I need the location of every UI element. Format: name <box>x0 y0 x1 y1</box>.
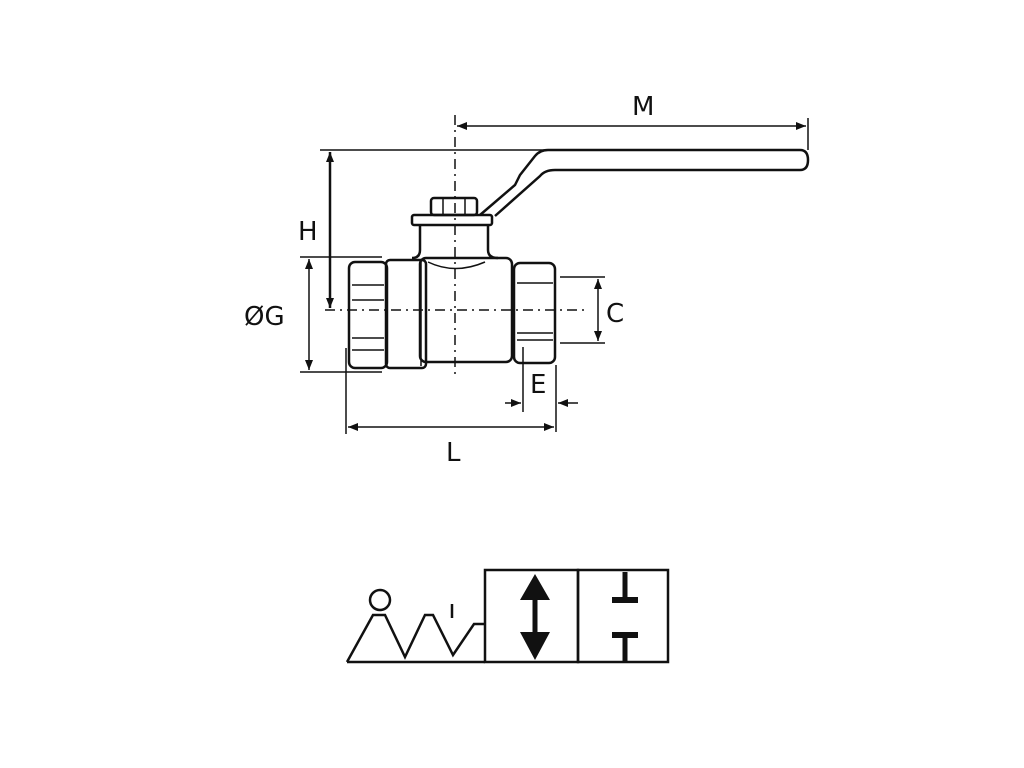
dimension-m: M <box>457 92 809 150</box>
manual-lever-actuator-icon <box>345 588 485 664</box>
dimension-e: E <box>505 347 578 432</box>
valve-handle <box>479 148 810 217</box>
dimension-h: H <box>298 149 548 308</box>
label-m: M <box>632 92 654 122</box>
valve-stem <box>410 196 499 270</box>
dimension-l: L <box>345 348 554 468</box>
label-c: C <box>606 299 624 329</box>
two-position-valve-flow-icon <box>483 568 580 664</box>
dimension-c: C <box>560 276 624 344</box>
dimension-g: ØG <box>244 256 382 373</box>
closed-position-icon <box>576 568 670 664</box>
label-l: L <box>446 438 461 468</box>
label-g: ØG <box>244 302 285 332</box>
label-h: H <box>298 217 318 247</box>
label-e: E <box>530 370 546 400</box>
valve-body <box>347 256 557 370</box>
